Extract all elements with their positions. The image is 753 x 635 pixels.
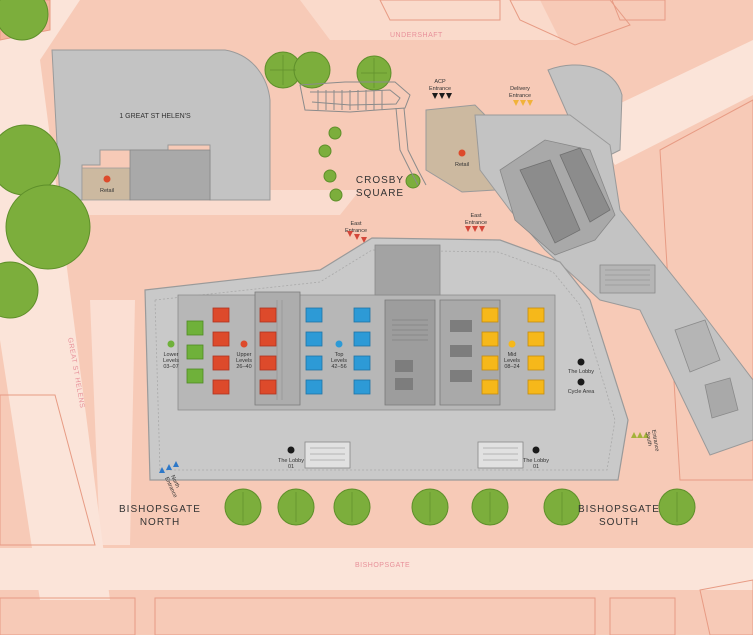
tree-icon	[0, 261, 39, 319]
lift-bank-upper	[259, 307, 277, 395]
entrance-arrow-icon	[465, 226, 485, 232]
place-label-bishopsgate-north-2: NORTH	[140, 517, 180, 528]
main-tower-footprint	[144, 237, 629, 481]
road-label-undershaft: UNDERSHAFT	[390, 32, 443, 39]
acp-entrance-label-2: Entrance	[429, 86, 451, 92]
entrance-arrow-icon	[347, 231, 367, 243]
lower-levels-marker-icon	[167, 340, 175, 348]
mid-levels-label-2: Levels	[504, 358, 520, 364]
lift-bank-mid	[481, 307, 545, 395]
lower-levels-label-3: 03–07	[163, 364, 178, 370]
tree-icon	[293, 51, 331, 89]
place-label-crosby-2: SQUARE	[356, 188, 404, 199]
tree-icon	[329, 188, 343, 202]
tree-icon	[318, 144, 332, 158]
entrance-arrow-icon	[159, 461, 179, 473]
acp-entrance-label-1: ACP	[434, 79, 446, 85]
lift-bank-top	[305, 307, 371, 395]
upper-levels-label-2: Levels	[236, 358, 252, 364]
top-levels-marker-icon	[335, 340, 343, 348]
tree-icon	[5, 184, 91, 270]
upper-levels-label-1: Upper	[237, 352, 252, 358]
retail-marker-icon	[103, 175, 111, 183]
building-east-block: Retail	[425, 64, 753, 456]
top-levels-label-2: Levels	[331, 358, 347, 364]
entrance-arrow-icon	[432, 93, 452, 99]
road-label-bishopsgate: BISHOPSGATE	[355, 562, 410, 569]
retail-marker-icon	[458, 149, 466, 157]
retail-label-right: Retail	[455, 162, 469, 168]
streets	[0, 0, 753, 600]
lobby-right-label-1: The Lobby	[523, 458, 549, 464]
cycle-area-marker-icon	[577, 378, 585, 386]
place-label-bishopsgate-south-2: SOUTH	[599, 517, 639, 528]
place-label-bishopsgate-north-1: BISHOPSGATE	[119, 504, 201, 515]
mid-levels-label-1: Mid	[508, 352, 517, 358]
east-entrance-1-label-2: Entrance	[345, 228, 367, 234]
place-label-crosby-1: CROSBY	[356, 175, 404, 186]
lobby-right-label-2: 01	[533, 464, 539, 470]
trees	[0, 0, 696, 526]
upper-levels-marker-icon	[240, 340, 248, 348]
north-entrance-label-1: North	[169, 474, 180, 489]
mid-levels-marker-icon	[508, 340, 516, 348]
building-label-one-great-st-helens: 1 GREAT ST HELEN'S	[119, 113, 191, 120]
entrance-arrow-icon	[513, 100, 533, 106]
crosby-square-structure	[299, 81, 427, 186]
lobby-east-label: The Lobby	[568, 369, 594, 375]
tree-icon	[405, 173, 421, 189]
lobby-left-label-2: 01	[288, 464, 294, 470]
south-entrance-label-2: Entrance	[650, 429, 660, 452]
east-entrance-1-label-1: East	[350, 221, 361, 227]
entrance-arrow-icon	[631, 432, 649, 438]
cycle-area-label: Cycle Area	[568, 389, 596, 395]
lower-levels-label-2: Levels	[163, 358, 179, 364]
lobby-marker-icon	[577, 358, 585, 366]
lobby-marker-icon	[532, 446, 540, 454]
place-label-bishopsgate-south-1: BISHOPSGATE	[578, 504, 660, 515]
tree-icon	[328, 126, 342, 140]
building-1-great-st-helens: 1 GREAT ST HELEN'S Retail	[51, 49, 271, 201]
south-entrance-label-1: South	[644, 431, 652, 446]
mid-levels-label-3: 08–24	[504, 364, 519, 370]
lift-bank-lower-red	[212, 307, 230, 395]
delivery-entrance-label-2: Entrance	[509, 93, 531, 99]
lower-levels-label-1: Lower	[164, 352, 179, 358]
tree-texture	[242, 55, 678, 522]
east-entrance-2-label-1: East	[470, 213, 481, 219]
upper-levels-label-3: 26–40	[236, 364, 251, 370]
tree-icon	[0, 0, 49, 41]
east-entrance-2-label-2: Entrance	[465, 220, 487, 226]
lift-bank-lower	[186, 320, 204, 384]
tree-icon	[323, 169, 337, 183]
lobby-marker-icon	[287, 446, 295, 454]
lobby-left-label-1: The Lobby	[278, 458, 304, 464]
retail-label-left: Retail	[100, 188, 114, 194]
top-levels-label-3: 42–56	[331, 364, 346, 370]
delivery-entrance-label-1: Delivery	[510, 86, 530, 92]
top-levels-label-1: Top	[335, 352, 344, 358]
lift-banks	[186, 307, 545, 395]
